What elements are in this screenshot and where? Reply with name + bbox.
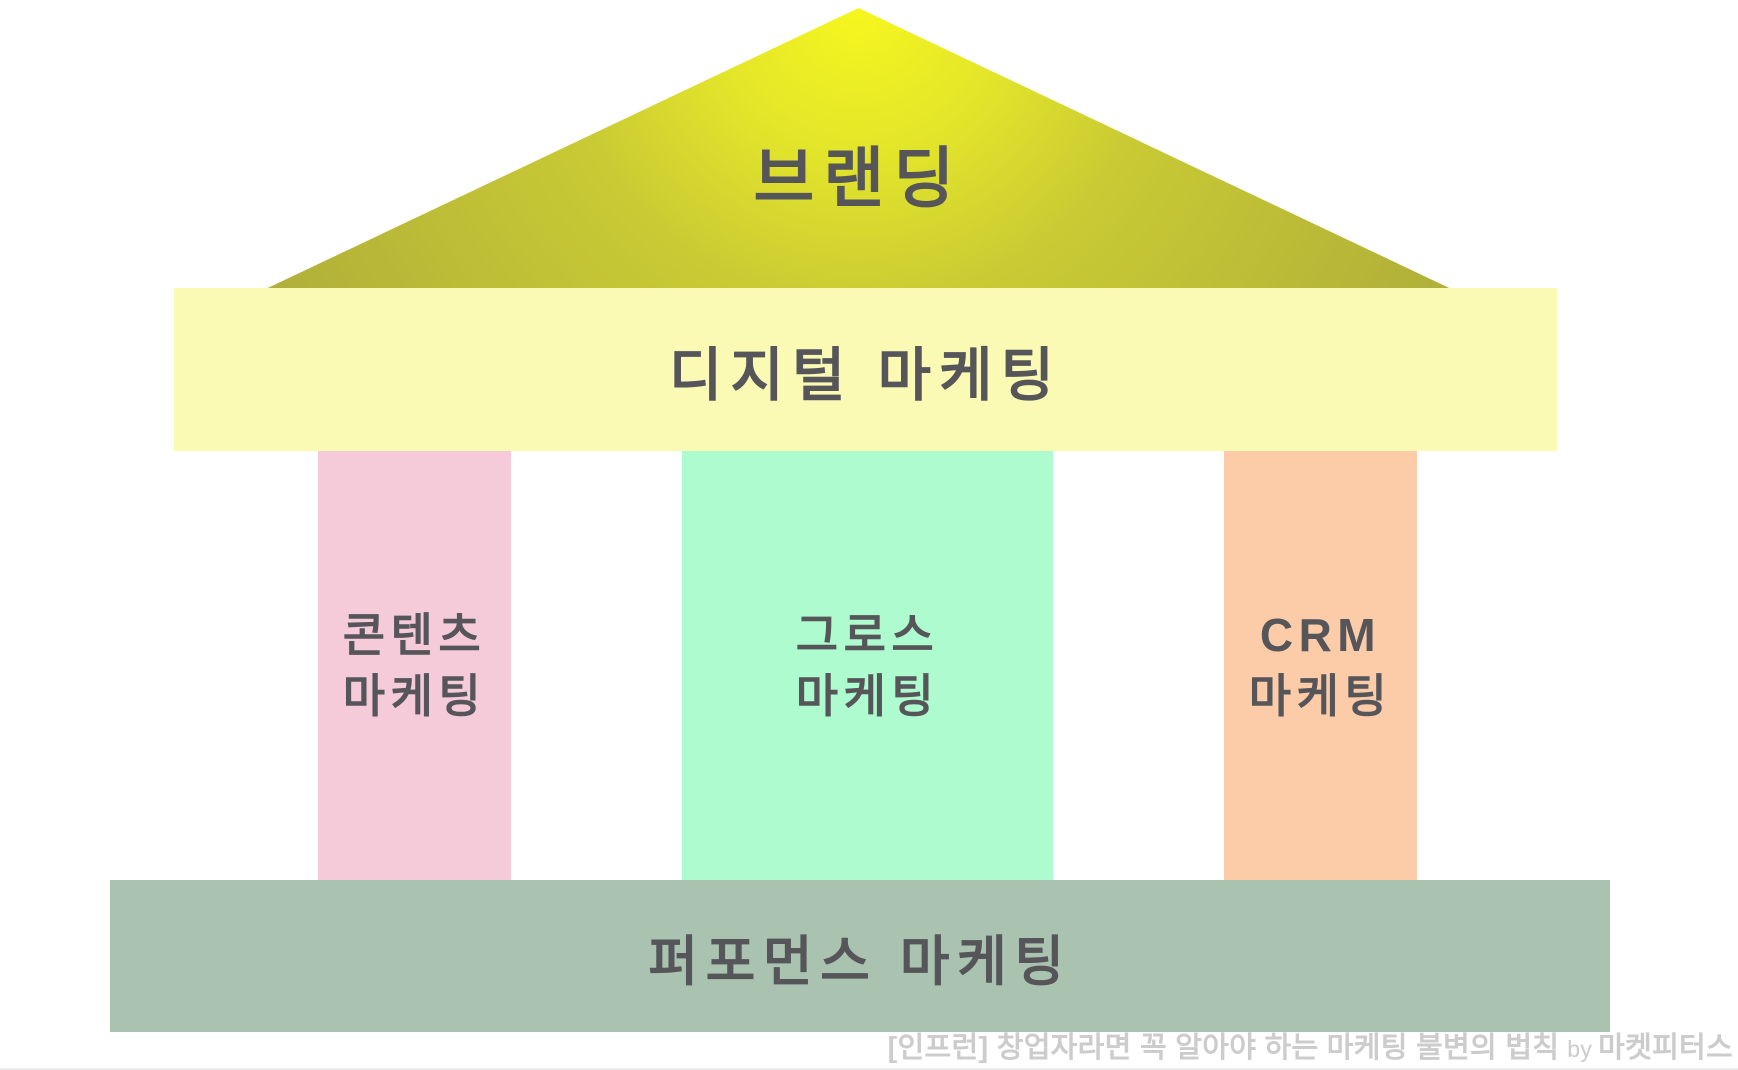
base-performance-marketing: 퍼포먼스 마케팅 (110, 880, 1610, 1032)
beam-digital-marketing: 디지털 마케팅 (174, 288, 1557, 451)
caption-brand-name: 마켓피터스 (1598, 1032, 1733, 1064)
pillar-content-marketing: 콘텐츠 마케팅 (318, 451, 511, 880)
pillar-growth-marketing-line1: 그로스 (795, 608, 940, 661)
pillar-crm-marketing: CRM 마케팅 (1224, 451, 1417, 880)
roof-branding-shape: 브랜딩 (255, 8, 1462, 294)
pillar-growth-marketing-line2: 마케팅 (795, 669, 940, 722)
pillar-growth-marketing: 그로스 마케팅 (682, 451, 1053, 880)
roof-branding-label: 브랜딩 (753, 141, 964, 215)
pillar-content-marketing-line2: 마케팅 (342, 669, 487, 722)
bottom-edge-line (0, 1068, 1738, 1070)
beam-digital-marketing-label: 디지털 마케팅 (668, 342, 1063, 408)
pillar-crm-marketing-line2: 마케팅 (1248, 669, 1393, 722)
base-performance-marketing-label: 퍼포먼스 마케팅 (648, 931, 1072, 992)
pillar-crm-marketing-line1: CRM (1259, 608, 1382, 661)
caption-course-title: [인프런] 창업자라면 꼭 알아야 하는 마케팅 불변의 법칙 (887, 1032, 1560, 1064)
caption-by-label: by (1567, 1036, 1593, 1062)
pillar-content-marketing-line1: 콘텐츠 (342, 608, 487, 661)
